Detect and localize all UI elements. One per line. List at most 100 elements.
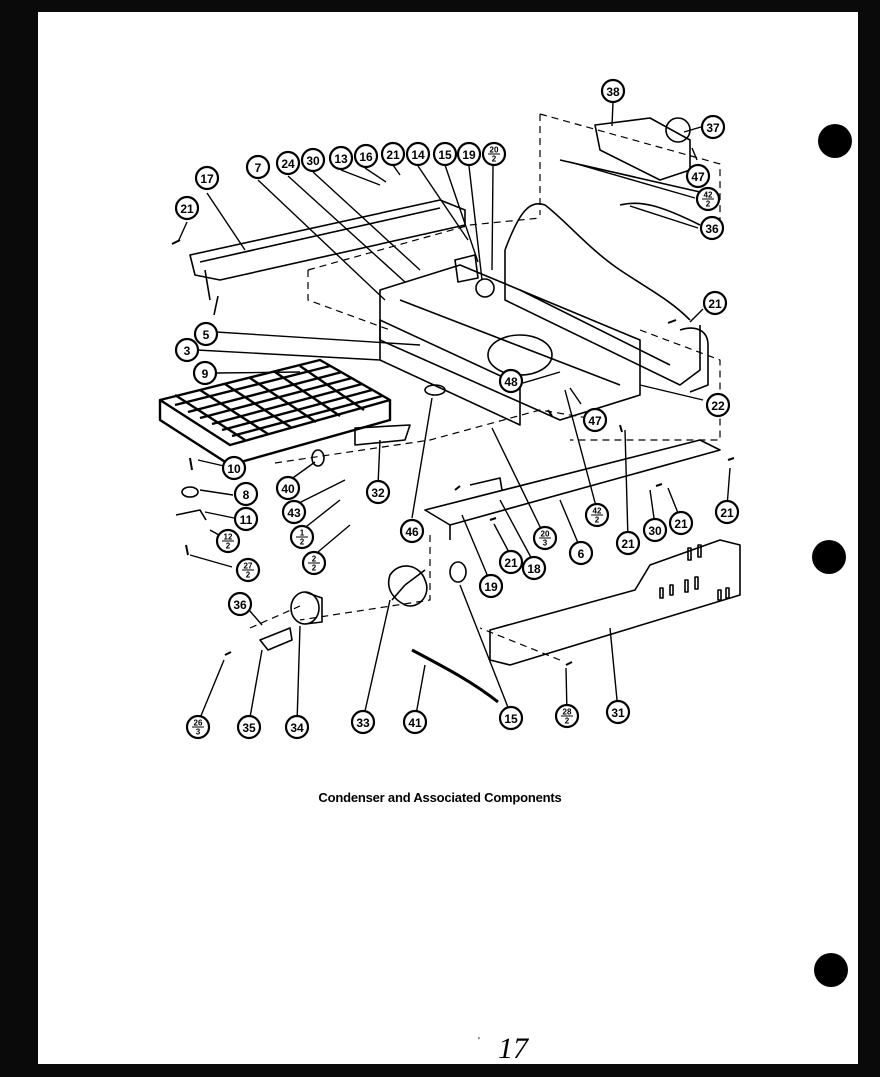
callout-quantity: 2 [246, 571, 251, 580]
callout-number: 3 [184, 344, 191, 358]
callout-quantity: 3 [196, 728, 201, 737]
callout-8: 8 [233, 481, 259, 507]
callout-number: 14 [411, 148, 425, 162]
callout-number: 37 [706, 121, 720, 135]
callout-number: 33 [356, 716, 370, 730]
callout-number: 9 [202, 367, 209, 381]
callout-21: 21 [702, 290, 728, 316]
callout-quantity: 2 [595, 516, 600, 525]
base-rail [424, 439, 721, 540]
callout-number: 22 [711, 399, 725, 413]
callout-35: 35 [236, 714, 262, 740]
callout-20-3: 203 [532, 525, 558, 551]
callout-17: 17 [194, 165, 220, 191]
callout-42-2: 422 [695, 186, 721, 212]
rear-rail [189, 199, 466, 316]
callout-number: 19 [484, 580, 498, 594]
callout-2-2: 22 [301, 550, 327, 576]
callout-number: 20 [490, 146, 499, 155]
callout-19: 19 [456, 141, 482, 167]
callout-21: 21 [615, 530, 641, 556]
callout-quantity: 2 [706, 200, 711, 209]
callout-number: 1 [300, 529, 305, 538]
callout-9: 9 [192, 360, 218, 386]
callout-number: 20 [541, 530, 550, 539]
callout-number: 34 [290, 721, 304, 735]
callout-30: 30 [642, 517, 668, 543]
callout-number: 24 [281, 157, 295, 171]
alignment-dashed-lines [249, 113, 721, 661]
callout-48: 48 [498, 368, 524, 394]
callout-number: 21 [180, 202, 194, 216]
callout-quantity: 2 [565, 717, 570, 726]
front-grille [489, 539, 741, 666]
callout-number: 47 [588, 414, 602, 428]
callout-34: 34 [284, 714, 310, 740]
callout-22: 22 [705, 392, 731, 418]
callout-31: 31 [605, 699, 631, 725]
callout-number: 40 [281, 482, 295, 496]
page-number: 17 [498, 1032, 528, 1065]
scan-mark: ' [478, 1036, 480, 1047]
callout-number: 13 [334, 152, 348, 166]
callout-number: 42 [704, 191, 713, 200]
callout-number: 36 [705, 222, 719, 236]
callout-42-2: 422 [584, 502, 610, 528]
callout-36: 36 [699, 215, 725, 241]
fan-shroud [379, 254, 641, 426]
callout-26-3: 263 [185, 714, 211, 740]
callout-7: 7 [245, 154, 271, 180]
callout-number: 11 [240, 513, 253, 527]
callout-number: 19 [462, 148, 476, 162]
callout-number: 28 [563, 708, 572, 717]
binder-hole-top [818, 124, 852, 158]
callout-21: 21 [668, 510, 694, 536]
callout-13: 13 [328, 145, 354, 171]
callout-number: 2 [312, 555, 317, 564]
callout-number: 47 [691, 170, 705, 184]
callout-number: 17 [200, 172, 214, 186]
callout-24: 24 [275, 150, 301, 176]
callout-number: 43 [287, 506, 301, 520]
callout-28-2: 282 [554, 703, 580, 729]
binder-hole-middle [812, 540, 846, 574]
callout-number: 46 [405, 525, 419, 539]
callout-15: 15 [432, 141, 458, 167]
callout-number: 15 [438, 148, 452, 162]
callout-21: 21 [380, 141, 406, 167]
callout-number: 18 [527, 562, 541, 576]
compressor-area [504, 117, 709, 393]
callout-quantity: 2 [300, 538, 305, 547]
callout-40: 40 [275, 475, 301, 501]
callout-37: 37 [700, 114, 726, 140]
callout-number: 21 [386, 148, 400, 162]
callout-number: 38 [606, 85, 620, 99]
callout-46: 46 [399, 518, 425, 544]
callout-21: 21 [174, 195, 200, 221]
callout-21: 21 [498, 549, 524, 575]
callout-number: 42 [593, 507, 602, 516]
callout-33: 33 [350, 709, 376, 735]
callout-number: 41 [408, 716, 422, 730]
callout-12-2: 122 [215, 528, 241, 554]
diagram-sheet [38, 12, 858, 1064]
fan-motor-parts [175, 384, 499, 704]
callout-27-2: 272 [235, 557, 261, 583]
callout-1-2: 12 [289, 524, 315, 550]
callout-number: 31 [611, 706, 625, 720]
callout-number: 21 [504, 556, 518, 570]
callout-number: 16 [359, 150, 373, 164]
callout-number: 5 [203, 328, 210, 342]
callout-number: 21 [708, 297, 722, 311]
callout-number: 10 [227, 462, 241, 476]
callout-16: 16 [353, 143, 379, 169]
callout-41: 41 [402, 709, 428, 735]
callout-14: 14 [405, 141, 431, 167]
callout-30: 30 [300, 147, 326, 173]
callout-11: 11 [233, 506, 259, 532]
callout-38: 38 [600, 78, 626, 104]
callout-10: 10 [221, 455, 247, 481]
callout-number: 21 [621, 537, 635, 551]
callout-number: 8 [243, 488, 250, 502]
